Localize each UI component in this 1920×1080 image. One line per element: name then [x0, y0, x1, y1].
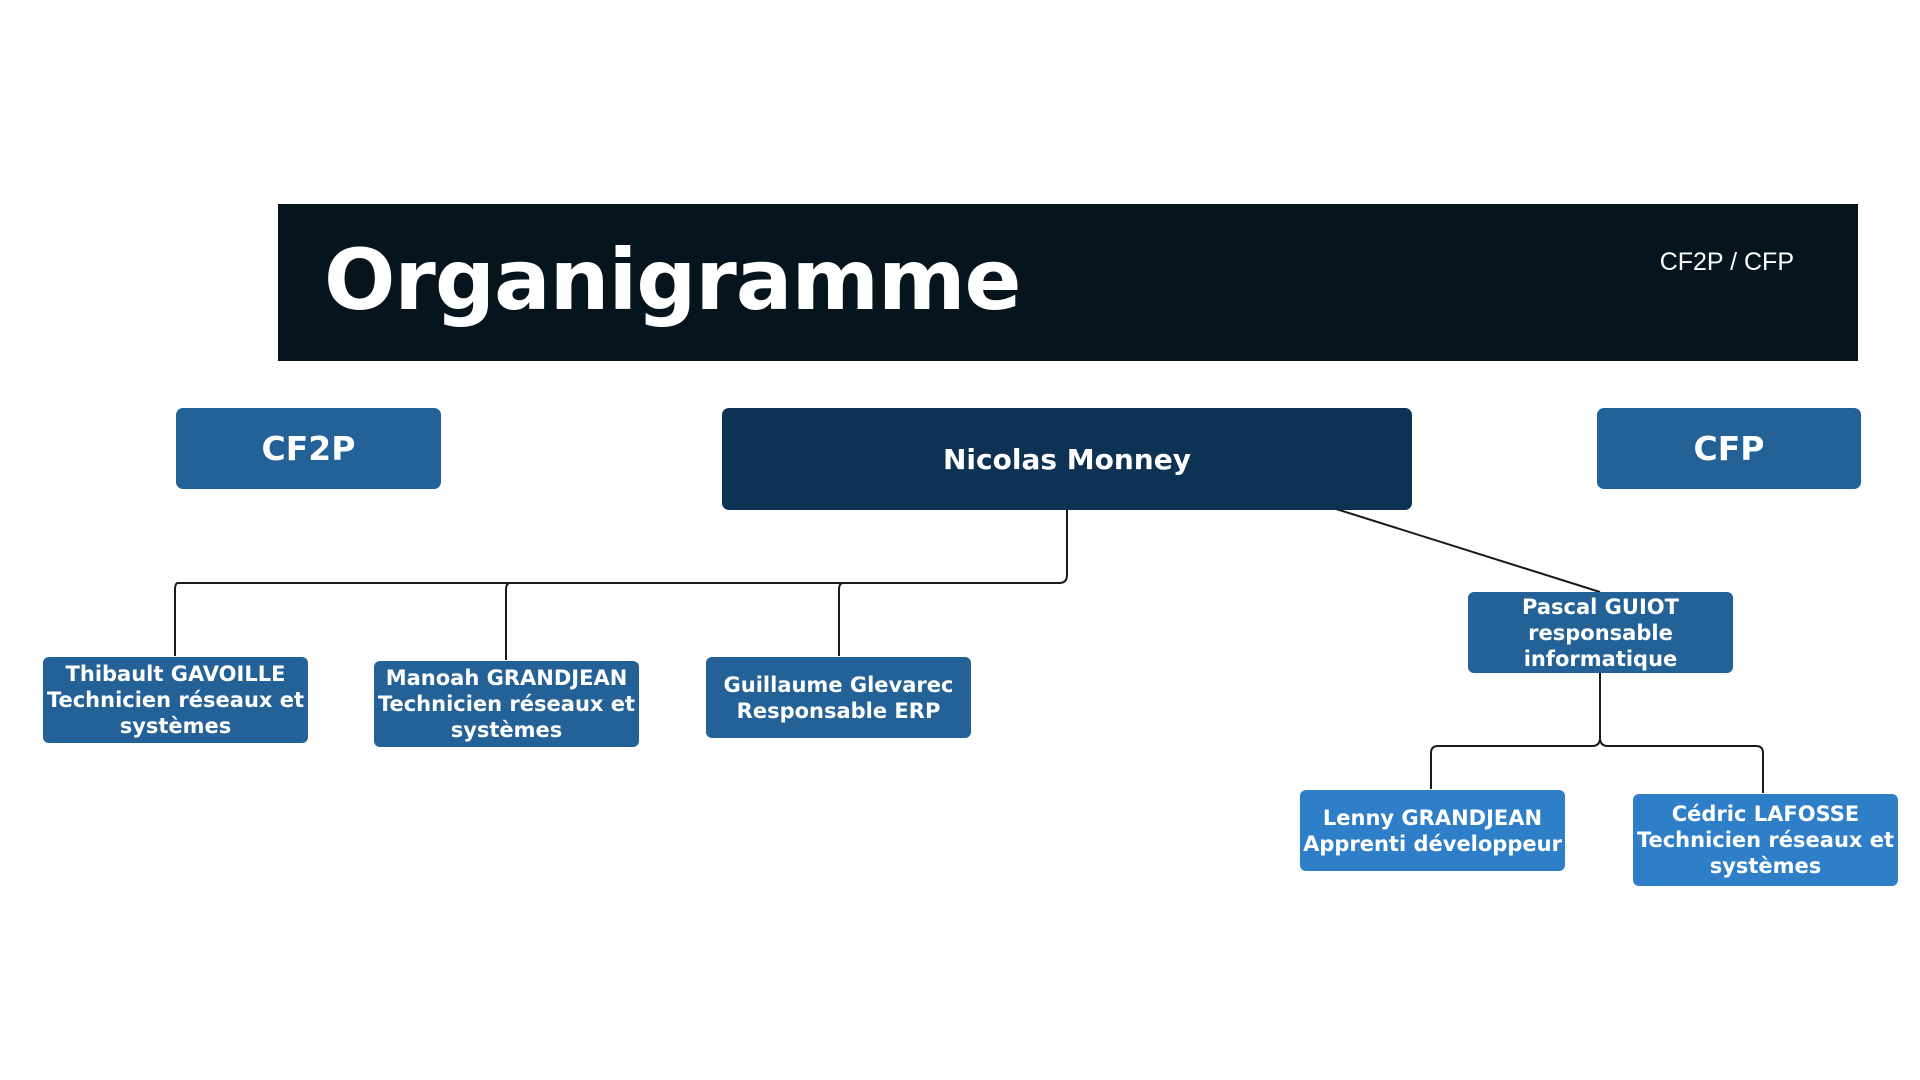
- staff-role: Responsable ERP: [736, 698, 941, 723]
- page-subtitle: CF2P / CFP: [1659, 248, 1794, 276]
- connector-cedric: [1599, 737, 1764, 793]
- head-box: Nicolas Monney: [722, 408, 1412, 510]
- connector-pascal: [1332, 507, 1601, 593]
- section-cfp: CFP: [1597, 408, 1861, 489]
- staff-role: Apprenti développeur: [1303, 831, 1562, 856]
- section-cf2p-label: CF2P: [261, 429, 356, 468]
- title-bar: Organigramme CF2P / CFP: [278, 204, 1858, 361]
- staff-manoah: Manoah GRANDJEAN Technicien réseaux et s…: [374, 661, 639, 747]
- connector-guillaume: [838, 582, 844, 656]
- staff-name: Lenny GRANDJEAN: [1322, 805, 1543, 830]
- connector-head-trunk: [174, 508, 1068, 656]
- staff-role-cont: systèmes: [1709, 854, 1822, 878]
- staff-name: Cédric LAFOSSE: [1671, 802, 1860, 826]
- head-name: Nicolas Monney: [943, 442, 1191, 476]
- staff-role-cont: systèmes: [119, 714, 232, 738]
- staff-name: Guillaume Glevarec: [723, 672, 954, 697]
- section-cfp-label: CFP: [1693, 429, 1765, 468]
- staff-guillaume: Guillaume Glevarec Responsable ERP: [706, 657, 971, 738]
- manager-role: responsable: [1528, 620, 1673, 645]
- manager-name: Pascal GUIOT: [1522, 594, 1679, 619]
- manager-pascal: Pascal GUIOT responsable informatique: [1468, 592, 1733, 673]
- manager-role-cont: informatique: [1523, 646, 1678, 671]
- staff-thibault: Thibault GAVOILLE Technicien réseaux et …: [43, 657, 308, 743]
- staff-role-cont: systèmes: [450, 718, 563, 742]
- staff-cedric: Cédric LAFOSSE Technicien réseaux et sys…: [1633, 794, 1898, 886]
- staff-role: Technicien réseaux et: [1636, 828, 1895, 852]
- section-cf2p: CF2P: [176, 408, 441, 489]
- staff-lenny: Lenny GRANDJEAN Apprenti développeur: [1300, 790, 1565, 871]
- connector-cfp-trunk: [1430, 672, 1601, 789]
- staff-role: Technicien réseaux et: [46, 688, 305, 712]
- connector-manoah: [505, 582, 511, 660]
- page-title: Organigramme: [324, 231, 1022, 329]
- staff-role: Technicien réseaux et: [377, 692, 636, 716]
- staff-name: Thibault GAVOILLE: [65, 662, 286, 686]
- staff-name: Manoah GRANDJEAN: [385, 666, 628, 690]
